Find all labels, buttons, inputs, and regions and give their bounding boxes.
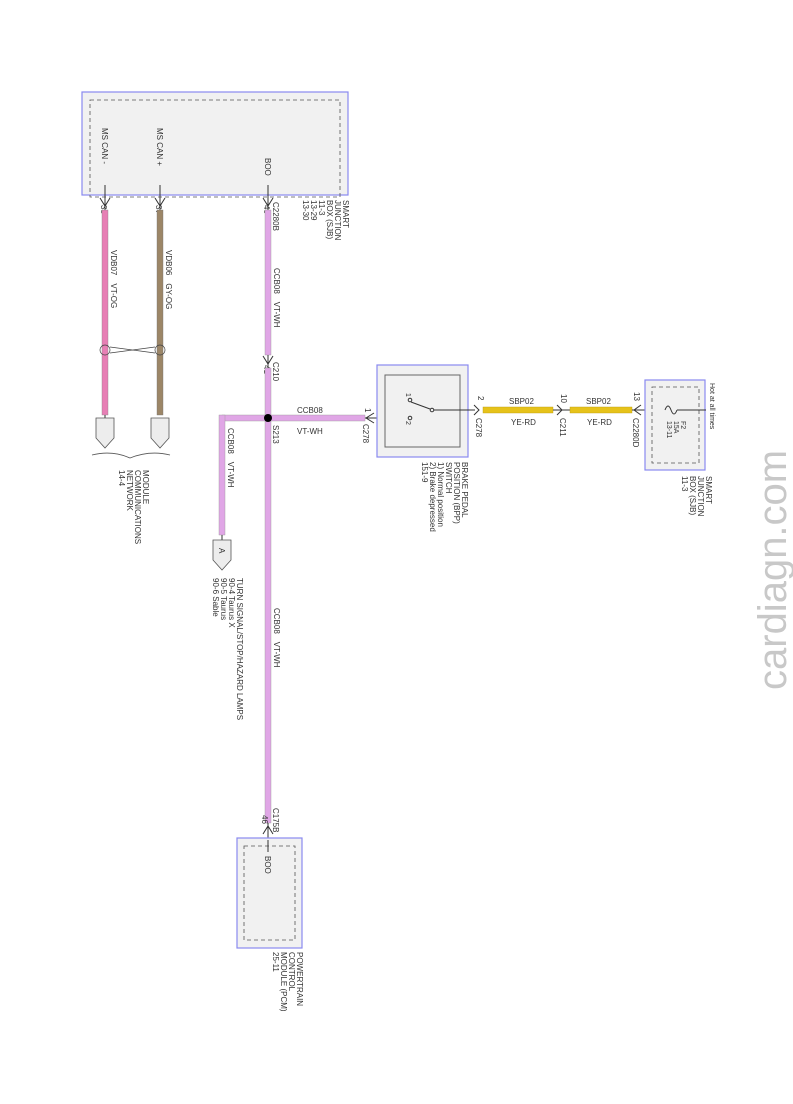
wire-sbp02-b-color: YE-RD [587,418,612,427]
mcn-title-3: NETWORK [125,470,134,512]
twisted-pair-symbol [99,344,166,356]
fuse-icon [664,405,678,415]
sjb-right-title-3: BOX (SJB) [688,476,697,515]
c278-pin1-connector: C278 [361,424,370,444]
c2280d-pin: 13 [632,392,641,401]
bpp-title-3: SWITCH [444,462,453,494]
pcm-module: BOO POWERTRAIN CONTROL MODULE (PCM) 25-1… [236,837,304,1012]
bpp-title-1: BRAKE PEDAL [460,462,469,518]
c211-pin: 10 [559,394,568,403]
mcn-title-4: 14-4 [117,470,126,487]
c2280d-connector: C2280D [631,418,640,448]
wire-ccb08-horizontal-circuit: CCB08 [297,406,323,415]
turn-title-4: 90-6 Sable [211,578,220,617]
bpp-title-4: 1) Normal position [436,462,445,527]
sjb-right-title-4: 11-3 [680,476,689,492]
c210-arrow [262,355,274,368]
c175b-arrow [262,823,274,840]
wire-sbp02-a-color: YE-RD [511,418,536,427]
pcm-title-4: 25-11 [271,952,280,972]
wire-ccb08-upper-label: CCB08VT-WH [272,268,281,328]
hot-at-all-times-note: Hot at all times [708,383,715,430]
wire-ccb08-horizontal-color: VT-WH [297,427,323,436]
sjb-right-module: F2 15A 13-11 Hot at all times SMART JUNC… [644,379,715,517]
connector-arrows-top [99,185,274,210]
mcn-title-1: MODULE [141,470,150,504]
turn-title-2: 90-4 Taurus X [227,578,236,628]
c278-pin2-number: 2 [476,396,485,401]
pin-46: 46 [260,815,269,824]
sjb-title-2: JUNCTION [333,200,342,241]
c278-pin2-arrow [473,404,480,416]
sjb-title-3: BOX (SJB) [325,200,334,239]
sjb-title-6: 13-30 [301,200,310,221]
wire-vdb06-label: VDB06GY-OG [164,250,173,309]
bpp-title-6: 151-9 [420,462,429,483]
wire-vdb07[interactable]: VDB07VT-OG [101,209,118,418]
pin-label-ms-can-minus: MS CAN - [100,128,109,164]
sjb-title-5: 13-29 [309,200,318,221]
wire-ccb08-branch-label: CCB08VT-WH [226,428,235,488]
wire-sbp02-a-circuit: SBP02 [509,397,534,406]
bpp-pin2: 2 [404,421,411,425]
sjb-right-title-2: JUNCTION [696,476,705,517]
pcm-title-2: CONTROL [287,952,296,992]
c278-pin1-number: 1 [363,408,372,413]
splice-s213-label: S213 [271,425,280,444]
pcm-pin-boo: BOO [263,856,272,874]
pcm-title-1: POWERTRAIN [295,952,304,1006]
fuse-ref: 13-11 [665,421,672,438]
turn-title-1: TURN SIGNAL/STOP/HAZARD LAMPS [235,578,244,720]
mcn-title-2: COMMUNICATIONS [133,470,142,544]
turn-title-3: 90-5 Taurus [219,578,228,620]
wire-ccb08-upper[interactable]: CCB08VT-WH [264,209,281,356]
bpp-pin1: 1 [404,393,411,397]
bpp-switch[interactable]: 1 2 [376,364,475,458]
connector-a-label: A [217,548,226,554]
pin-38: 38 [99,205,108,214]
pcm-title-3: MODULE (PCM) [279,952,288,1012]
bpp-title-2: POSITION (BPP) [452,462,461,524]
pin-label-ms-can-plus: MS CAN + [155,128,164,166]
wire-vdb06[interactable]: VDB06GY-OG [156,209,173,416]
wire-ccb08-lower-label: CCB08VT-WH [272,608,281,668]
wire-ccb08-branch[interactable]: CCB08VT-WH [218,414,235,536]
wire-ccb08-horizontal[interactable]: CCB08 VT-WH [221,406,366,436]
sjb-title-1: SMART [341,200,350,228]
connector-a[interactable]: A [212,535,232,571]
watermark: cardiagn.com [751,450,793,690]
connector-c210: C210 [271,362,280,382]
wire-vdb07-label: VDB07VT-OG [109,250,118,308]
wire-sbp02-b-circuit: SBP02 [586,397,611,406]
splice-s213 [264,414,272,422]
wire-sbp02-a[interactable]: SBP02 YE-RD [482,397,554,427]
sjb-top-module: MS CAN - MS CAN + BOO SMART JUNCTION BOX… [81,91,350,241]
pin-40: 40 [262,205,271,214]
c278-pin2-connector: C278 [474,418,483,438]
fuse-name: F2 [679,421,686,429]
connector-c2280b: C2280B [271,202,280,231]
pin-label-boo: BOO [263,158,272,176]
c211-connector: C211 [558,418,567,437]
connector-c175b: C175B [271,808,280,832]
c211-arrow [553,404,570,416]
network-connectors [91,417,171,459]
sjb-right-title-1: SMART [704,476,713,504]
bpp-title-5: 2) Brake depressed [428,462,437,532]
sjb-title-4: 11-3 [317,200,326,216]
pin-37: 37 [154,205,163,214]
fuse-rating: 15A [672,421,679,434]
wire-sbp02-b[interactable]: SBP02 YE-RD [569,397,633,427]
